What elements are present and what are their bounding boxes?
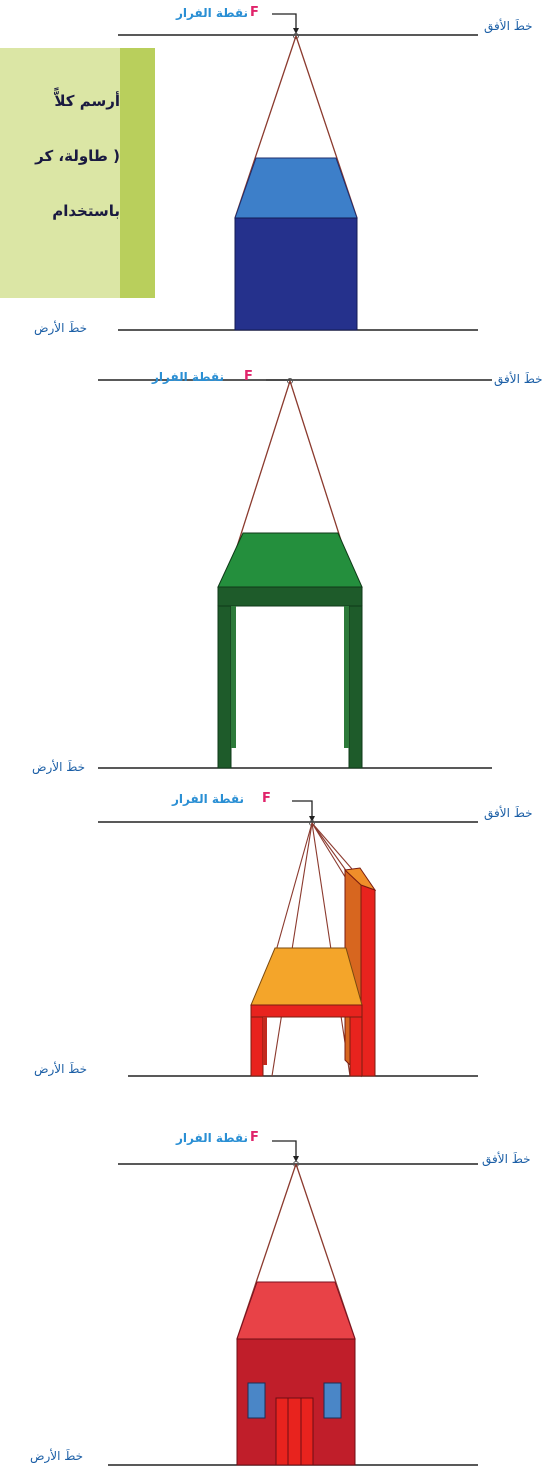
vp-letter: F [262, 791, 271, 806]
table-top [217, 532, 363, 588]
vanishing-point [287, 378, 293, 384]
instruction-box: أرسم كلاًّ ( طاولة، كر باستخدام [0, 48, 155, 298]
chair-back-front [360, 884, 376, 1077]
ground-label: خطَ الأرض [32, 760, 86, 774]
chair-seat [250, 947, 363, 1006]
table-leg-back-left [231, 606, 236, 748]
house-roof [236, 1281, 356, 1340]
cube-top [234, 157, 358, 219]
vp-letter: F [250, 5, 259, 20]
horizon-label: خطَ الأفق [494, 372, 543, 386]
vp-pointer-arrow [272, 13, 297, 30]
horizon-label: خطَ الأفق [484, 806, 533, 820]
cube-front [234, 217, 358, 331]
vp-arrowhead [293, 1156, 299, 1162]
horizon-label: خطَ الأفق [482, 1152, 531, 1166]
table-leg-right [348, 605, 363, 769]
vp-label: نقطة الفرار [152, 370, 225, 384]
vp-arrowhead [293, 28, 299, 34]
instruction-line-2: ( طاولة، كر [35, 147, 120, 165]
vp-label: نقطة الفرار [176, 6, 249, 20]
house-door [275, 1397, 314, 1466]
panel-cube [118, 13, 478, 331]
table-leg-left [217, 605, 232, 769]
vanishing-point [293, 33, 299, 39]
perspective-line [311, 822, 348, 881]
panel-chair [98, 800, 478, 1078]
instruction-box-inner: أرسم كلاًّ ( طاولة، كر باستخدام [0, 48, 120, 298]
chair-leg-right [349, 1016, 363, 1077]
vp-label: نقطة الفرار [176, 1131, 249, 1145]
panel-table [98, 378, 492, 769]
table-apron [217, 586, 363, 607]
horizon-label: خطَ الأفق [484, 19, 533, 33]
vp-letter: F [250, 1130, 259, 1145]
ground-label: خطَ الأرض [34, 321, 88, 335]
instruction-line-3: باستخدام [52, 202, 120, 220]
instruction-text: أرسم كلاًّ ( طاولة، كر باستخدام [0, 74, 120, 239]
table-leg-back-right [344, 606, 349, 748]
chair-leg-left [250, 1016, 264, 1077]
vp-label: نقطة الفرار [172, 792, 245, 806]
instruction-line-1: أرسم كلاًّ [54, 92, 120, 110]
chair-back-top [343, 867, 377, 891]
panel-house [108, 1140, 478, 1466]
house-window-right [323, 1382, 342, 1419]
vp-letter: F [244, 369, 253, 384]
ground-label: خطَ الأرض [34, 1062, 88, 1076]
chair-apron [250, 1004, 363, 1018]
vanishing-point [293, 1161, 299, 1167]
vp-arrowhead [309, 816, 315, 822]
ground-label: خطَ الأرض [30, 1449, 84, 1463]
chair-leg-back-left [263, 1017, 267, 1065]
house-window-left [247, 1382, 266, 1419]
vp-pointer-arrow [272, 1140, 297, 1158]
vp-pointer-arrow [292, 800, 313, 818]
